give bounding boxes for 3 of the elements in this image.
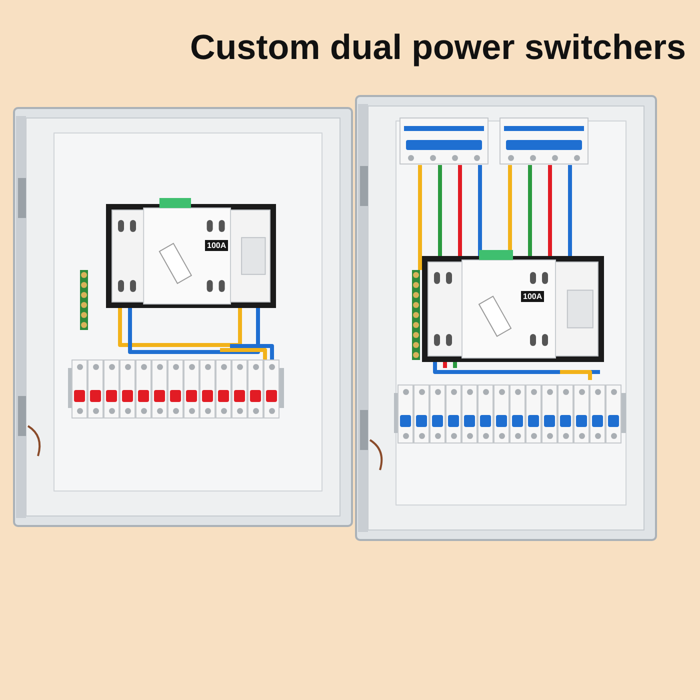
current-rating-label: 100A [521,291,544,302]
title: Custom dual power switchers [190,28,686,68]
current-rating-label: 100A [205,240,228,251]
